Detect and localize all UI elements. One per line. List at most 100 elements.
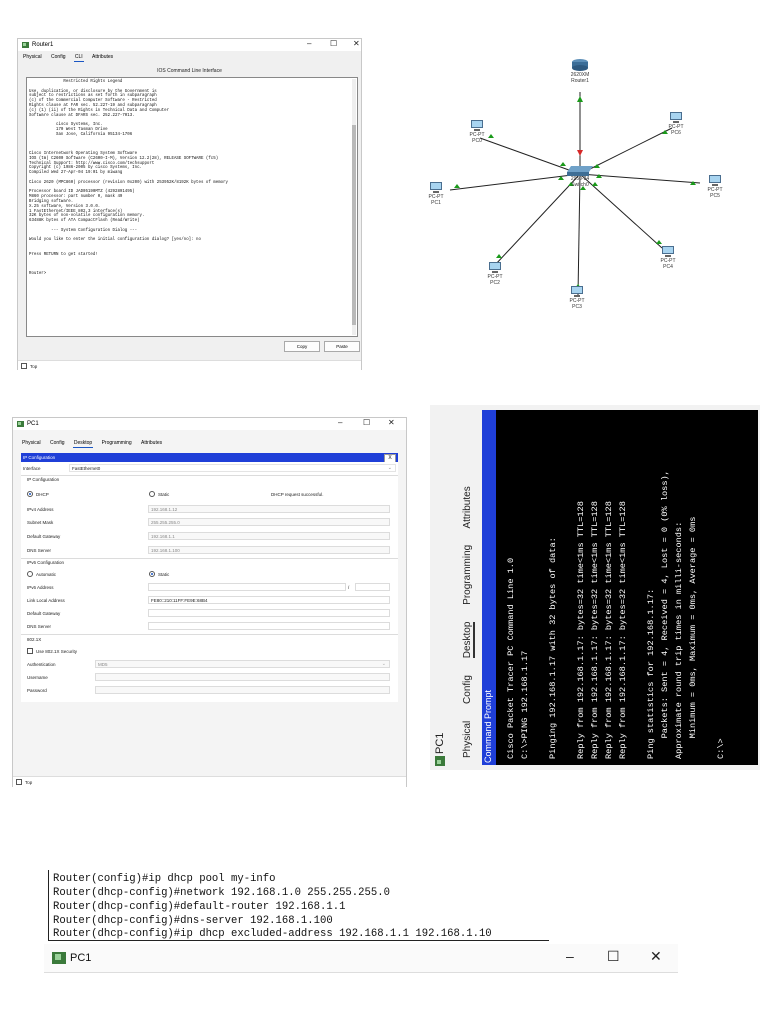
default-gateway-field[interactable]: 192.168.1.1 [148, 532, 390, 540]
static-label: Static [158, 492, 170, 497]
close-button[interactable]: ✕ [388, 418, 395, 427]
pc-type-label: PC-PT [660, 258, 676, 264]
ipconfig-title: IP Configuration [23, 455, 56, 460]
top-checkbox[interactable] [16, 779, 22, 785]
static6-label: Static [158, 572, 170, 577]
username-field[interactable] [95, 673, 390, 681]
pc-icon [662, 246, 674, 257]
link-down-arrow [577, 150, 583, 156]
dhcp-config-line: Router(dhcp-config)#network 192.168.1.0 … [53, 887, 390, 899]
tab-attributes[interactable]: Attributes [141, 440, 163, 446]
link-up-arrow [656, 240, 662, 244]
router-name-label: Router1 [571, 78, 589, 84]
tab-config[interactable]: Config [51, 54, 66, 60]
router-model-label: 2620XM [570, 72, 590, 78]
cmd-line: Approximate round trip times in milli-se… [674, 521, 684, 759]
switch-model-label: 2950-24 [570, 176, 590, 182]
cmd-terminal[interactable]: Cisco Packet Tracer PC Command Line 1.0 … [496, 410, 758, 765]
tab-programming[interactable]: Programming [462, 544, 473, 605]
static6-radio[interactable] [149, 571, 155, 577]
dns-server6-field[interactable] [148, 622, 390, 630]
pc-icon [489, 262, 501, 273]
close-button[interactable]: ✕ [650, 948, 662, 964]
dhcp-config-line: Router(dhcp-config)#default-router 192.1… [53, 901, 346, 913]
tab-desktop[interactable]: Desktop [72, 440, 94, 448]
username-label: Username [27, 675, 48, 680]
link-up-arrow [690, 181, 696, 185]
link-up-arrow [662, 130, 668, 134]
link-up-arrow [592, 182, 598, 186]
subnet-mask-label: Subnet Mask [27, 520, 54, 525]
pc-name-label: PC6 [671, 130, 681, 136]
tab-attributes[interactable]: Attributes [92, 54, 114, 60]
tab-cli[interactable]: CLI [73, 54, 84, 62]
static-radio[interactable] [149, 491, 155, 497]
router1-window: Router1 – ☐ ✕ Physical Config CLI Attrib… [17, 38, 362, 371]
chevron-down-icon: ⌄ [381, 661, 386, 667]
pc-device-pc1[interactable]: PC-PT PC1 [421, 182, 451, 206]
packet-tracer-icon [22, 42, 29, 48]
cli-scrollbar[interactable] [352, 79, 356, 335]
password-field[interactable] [95, 686, 390, 694]
link-up-arrow [496, 254, 502, 258]
divider [21, 475, 398, 476]
link-local-field[interactable]: FE80::210:11FF:FE9E:68B4 [148, 596, 390, 604]
cli-console[interactable]: Restricted Rights Legend Use, duplicatio… [26, 77, 358, 337]
tab-config[interactable]: Config [462, 675, 473, 704]
interface-value: FastEthernet0 [72, 466, 101, 471]
automatic-radio[interactable] [27, 571, 33, 577]
cli-scrollbar-thumb[interactable] [352, 125, 356, 325]
paste-button[interactable]: Paste [324, 341, 360, 352]
dhcp-radio[interactable] [27, 491, 33, 497]
authentication-select[interactable]: MD5 ⌄ [95, 660, 390, 668]
pc-device-pc2[interactable]: PC-PT PC2 [480, 262, 510, 286]
interface-select[interactable]: FastEthernet0 ⌄ [69, 464, 396, 472]
tab-attributes[interactable]: Attributes [462, 486, 473, 529]
pc-device-pc5[interactable]: PC-PT PC5 [700, 175, 730, 199]
switch-device[interactable]: 2950-24 Switch0 [565, 166, 595, 188]
use-dot1x-checkbox[interactable] [27, 648, 33, 654]
chevron-down-icon: ⌄ [387, 465, 392, 471]
pc-device-pc3[interactable]: PC-PT PC3 [562, 286, 592, 310]
pc-device-pc4[interactable]: PC-PT PC4 [653, 246, 683, 270]
tab-physical[interactable]: Physical [23, 54, 42, 60]
window-title: Router1 [32, 42, 54, 48]
close-button[interactable]: ✕ [353, 39, 360, 48]
pc-name-label: PC2 [490, 280, 500, 286]
copy-button[interactable]: Copy [284, 341, 320, 352]
router-device[interactable]: 2620XM Router1 [565, 58, 595, 84]
link-up-arrow [558, 176, 564, 180]
ipv6-prefix-slash: / [348, 585, 350, 590]
ipv6-prefix-field[interactable] [355, 583, 390, 591]
dns-server-field[interactable]: 192.168.1.100 [148, 546, 390, 554]
pc-device-pc0[interactable]: PC-PT PC0 [462, 120, 492, 144]
cmd-window-title: PC1 [434, 732, 446, 754]
tab-config[interactable]: Config [50, 440, 65, 446]
switch-icon [567, 166, 593, 176]
maximize-button[interactable]: ☐ [363, 418, 371, 427]
ipv4-address-field[interactable]: 192.168.1.12 [148, 505, 390, 513]
subnet-mask-field[interactable]: 255.255.255.0 [148, 518, 390, 526]
packet-tracer-icon [435, 756, 445, 766]
tab-desktop[interactable]: Desktop [462, 621, 475, 659]
ipv6-address-field[interactable] [148, 583, 346, 591]
minimize-button[interactable]: – [338, 418, 343, 427]
command-prompt-rotated: PC1 Physical Config Desktop Programming … [430, 405, 760, 770]
dhcp-config-line: Router(dhcp-config)#ip dhcp excluded-add… [53, 928, 492, 940]
minimize-button[interactable]: – [307, 39, 312, 48]
cmd-line: Reply from 192.168.1.17: bytes=32 time<1… [618, 501, 628, 759]
pc-device-pc6[interactable]: PC-PT PC6 [661, 112, 691, 136]
pc-icon [430, 182, 442, 193]
maximize-button[interactable]: ☐ [330, 39, 338, 48]
tab-physical[interactable]: Physical [22, 440, 41, 446]
tab-physical[interactable]: Physical [462, 720, 473, 758]
dhcp-config-line: Router(config)#ip dhcp pool my-info [53, 873, 276, 885]
pc-type-label: PC-PT [487, 274, 503, 280]
default-gateway6-field[interactable] [148, 609, 390, 617]
interface-label: Interface [23, 466, 41, 471]
maximize-button[interactable]: ☐ [607, 948, 620, 964]
router-icon [572, 59, 588, 71]
top-checkbox[interactable] [21, 363, 27, 369]
minimize-button[interactable]: – [566, 948, 574, 964]
tab-programming[interactable]: Programming [101, 440, 132, 446]
